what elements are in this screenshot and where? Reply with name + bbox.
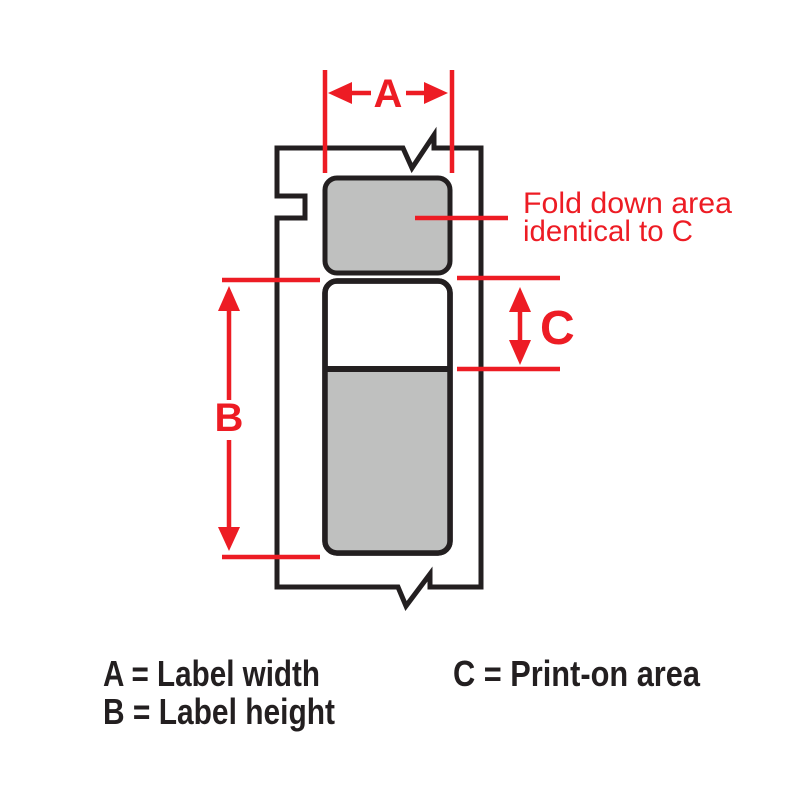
dim-a: A	[322, 70, 455, 173]
fold-down-callout-line1: Fold down area	[523, 187, 732, 220]
dim-b: B	[215, 277, 320, 560]
dim-a-letter: A	[374, 72, 403, 116]
dim-b-arrowhead-bottom	[218, 527, 240, 551]
legend-print-on-area: C = Print-on area	[453, 653, 701, 694]
dim-a-arrowhead-left	[328, 82, 352, 104]
fold-down-area	[322, 175, 453, 276]
dim-c-arrowhead-bottom	[509, 340, 531, 365]
legend-label-height: B = Label height	[103, 691, 335, 732]
legend-label-width: A = Label width	[103, 653, 320, 694]
dim-c: C	[457, 275, 575, 372]
label-stack	[322, 175, 453, 556]
label-body-outline	[322, 278, 453, 556]
fold-down-callout: Fold down area identical to C	[415, 187, 732, 248]
legend: A = Label width B = Label height C = Pri…	[103, 653, 701, 732]
dim-c-arrowhead-top	[509, 287, 531, 312]
label-lower-gray-area	[325, 369, 450, 553]
dim-b-arrowhead-top	[218, 286, 240, 311]
fold-down-callout-line2: identical to C	[523, 215, 693, 248]
dim-c-letter: C	[540, 302, 575, 355]
dim-a-arrowhead-right	[424, 82, 448, 104]
dim-b-letter: B	[215, 396, 244, 440]
